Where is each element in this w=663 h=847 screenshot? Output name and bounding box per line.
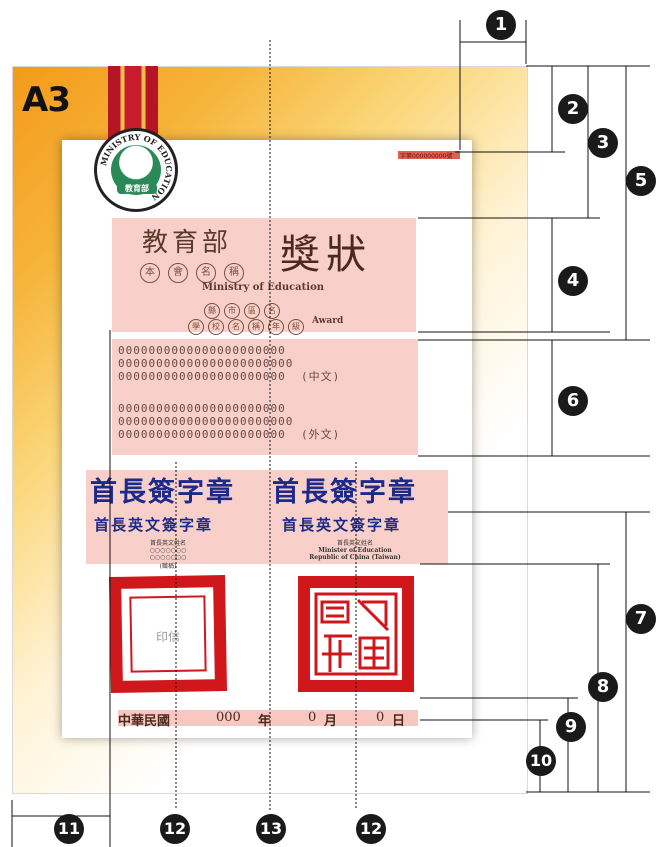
callout-1: 1 xyxy=(486,10,516,40)
callout-11: 11 xyxy=(54,814,84,844)
callout-9: 9 xyxy=(556,712,586,742)
award-circled-char: 縣 xyxy=(204,303,220,319)
date-month-unit: 月 xyxy=(324,714,338,729)
award-row-top: 縣市區名 xyxy=(204,298,284,319)
award-circled-char: 名 xyxy=(264,303,280,319)
date-year-unit: 年 xyxy=(258,714,272,729)
subtitle-en: Ministry of Education xyxy=(202,282,325,293)
date-day-unit: 日 xyxy=(392,714,406,729)
callout-6: 6 xyxy=(558,386,588,416)
body-text-line: 0000000000000000000000 (中文) xyxy=(118,370,341,383)
subtitle-circled-char: 會 xyxy=(168,263,188,283)
signature-en-right: 首長英文簽字章 xyxy=(282,516,402,534)
serial-number: 字第000000000號 xyxy=(398,151,460,160)
title-award-cn: 獎狀 xyxy=(280,232,372,278)
date-day: 0 xyxy=(376,710,385,725)
name-title-right: 首長英文姓名 Minister of Education Republic of… xyxy=(300,538,410,561)
subtitle-circled-char: 本 xyxy=(140,263,160,283)
callout-13: 13 xyxy=(256,814,286,844)
award-circled-char: 市 xyxy=(224,303,240,319)
callout-8: 8 xyxy=(588,672,618,702)
paper-size-label: A3 xyxy=(22,80,71,120)
callout-5: 5 xyxy=(626,166,656,196)
award-row-bottom: 學校名稱年級 xyxy=(188,314,308,335)
award-circled-char: 名 xyxy=(228,319,244,335)
award-circled-char: 區 xyxy=(244,303,260,319)
subtitle-circled-char: 稱 xyxy=(224,263,244,283)
callout-7: 7 xyxy=(626,604,656,634)
serial-text: 字第000000000號 xyxy=(400,153,453,160)
subtitle-cn-circles: 本會名稱 xyxy=(140,260,252,283)
body-text-line: 00000000000000000000000 xyxy=(118,415,294,428)
callout-12-left: 12 xyxy=(160,814,190,844)
callout-4: 4 xyxy=(558,266,588,296)
signature-en-left: 首長英文簽字章 xyxy=(94,516,214,534)
name-title-left-line4: (職稱) xyxy=(159,563,177,570)
date-year: 000 xyxy=(216,710,241,725)
date-era: 中華民國 xyxy=(118,714,171,729)
award-circled-char: 年 xyxy=(268,319,284,335)
name-title-left: 首長英文姓名 ○○○○○○○ ○○○○○○○ (職稱) xyxy=(118,538,218,570)
name-title-right-line1: 首長英文姓名 xyxy=(336,540,373,547)
ministry-logo: MINISTRY OF EDUCATION 教育部 xyxy=(94,128,178,212)
callout-12-right: 12 xyxy=(356,814,386,844)
award-circled-char: 稱 xyxy=(248,319,264,335)
name-title-left-line1: 首長英文姓名 xyxy=(149,540,186,547)
callout-3: 3 xyxy=(588,128,618,158)
name-title-left-line3: ○○○○○○○ xyxy=(149,554,187,561)
signature-zone xyxy=(86,470,448,564)
issue-date: 中華民國 000 年 0 月 0 日 xyxy=(118,710,418,729)
name-title-right-line2: Minister of Education xyxy=(318,547,392,554)
subtitle-circled-char: 名 xyxy=(196,263,216,283)
body-text-line: 00000000000000000000000 xyxy=(118,357,294,370)
logo-center-text: 教育部 xyxy=(117,183,157,194)
signature-cn-right: 首長簽字章 xyxy=(272,477,417,508)
title-ministry-cn: 教育部 xyxy=(142,228,233,258)
callout-2: 2 xyxy=(558,94,588,124)
date-month: 0 xyxy=(308,710,317,725)
body-text-zone xyxy=(112,339,418,455)
callout-10: 10 xyxy=(526,746,556,776)
award-label: Award xyxy=(312,316,344,326)
award-circled-char: 學 xyxy=(188,319,204,335)
body-text-line: 0000000000000000000000 (外文) xyxy=(118,428,341,441)
name-title-right-line3: Republic of China (Taiwan) xyxy=(309,554,401,561)
signature-cn-left: 首長簽字章 xyxy=(90,477,235,508)
body-text-line: 0000000000000000000000 xyxy=(118,344,286,357)
body-text-line: 0000000000000000000000 xyxy=(118,402,286,415)
award-circled-char: 校 xyxy=(208,319,224,335)
award-circled-char: 級 xyxy=(288,319,304,335)
name-title-left-line2: ○○○○○○○ xyxy=(149,547,187,554)
